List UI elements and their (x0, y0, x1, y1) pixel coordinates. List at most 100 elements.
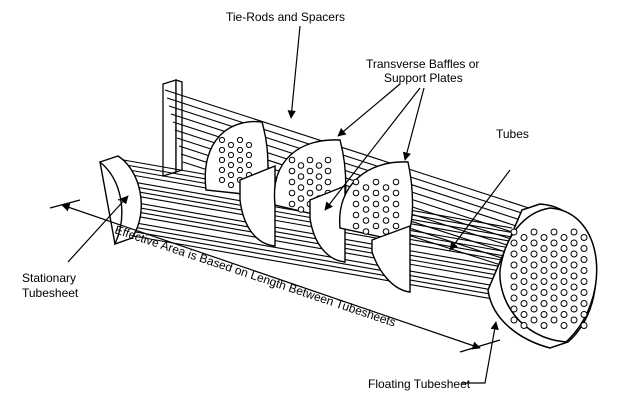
baffle-hole (510, 250, 518, 258)
baffle-hole (245, 151, 253, 159)
baffle-hole (362, 195, 370, 202)
baffle-hole (510, 316, 518, 324)
baffle-hole (540, 267, 548, 274)
baffle-hole (560, 256, 568, 263)
baffle-hole (580, 289, 588, 296)
baffle-hole (540, 245, 548, 252)
label-stationary-line2: Tubesheet (22, 286, 79, 300)
baffle-hole (560, 289, 568, 296)
baffle-hole (520, 234, 528, 241)
baffle-hole (570, 316, 578, 324)
baffle-hole (530, 239, 538, 247)
baffle-hole (550, 294, 558, 302)
baffle-hole (520, 267, 528, 274)
baffle-hole (324, 167, 332, 175)
baffle-hole (580, 245, 588, 252)
baffle-hole (218, 146, 226, 154)
baffle-hole (550, 228, 558, 236)
baffle-hole (324, 178, 332, 186)
baffle-hole (510, 261, 518, 269)
baffle-hole (352, 200, 360, 208)
baffle-hole (392, 189, 400, 197)
baffle-hole (520, 300, 528, 307)
label-effective-area: Effective Area is Based on Length Betwee… (113, 223, 397, 330)
baffle-hole (297, 195, 305, 202)
baffle-hole (570, 272, 578, 280)
baffle-hole (540, 234, 548, 241)
baffle-hole (570, 250, 578, 258)
baffle-hole (580, 267, 588, 274)
baffle-1-holes (218, 136, 253, 189)
baffle-hole (560, 278, 568, 285)
baffle-hole (550, 283, 558, 291)
baffle-hole (352, 189, 360, 197)
baffle-hole (362, 184, 370, 191)
tube (164, 89, 536, 211)
baffle-hole (560, 322, 568, 329)
baffle-hole (550, 250, 558, 258)
baffle-hole (218, 156, 226, 164)
baffle-hole (288, 178, 296, 186)
baffle-hole (227, 141, 235, 149)
baffle-hole (227, 161, 235, 169)
baffle-hole (550, 272, 558, 280)
baffle-hole (236, 156, 244, 164)
baffle-hole (550, 261, 558, 269)
baffle-hole (236, 146, 244, 154)
baffle-hole (218, 176, 226, 184)
baffle-hole (580, 311, 588, 318)
baffle-hole (510, 294, 518, 302)
label-tie-rods: Tie-Rods and Spacers (226, 10, 345, 24)
baffle-hole (530, 272, 538, 280)
baffle-hole (530, 261, 538, 269)
baffle-hole (510, 305, 518, 313)
baffle-hole (540, 322, 548, 329)
baffle-hole (288, 156, 296, 164)
baffle-hole (520, 322, 528, 329)
baffle-hole (352, 222, 360, 230)
baffle-hole (520, 256, 528, 263)
baffle-hole (218, 136, 226, 144)
label-baffles-line1: Transverse Baffles or (366, 57, 479, 71)
baffle-hole (352, 178, 360, 186)
baffle-hole (297, 162, 305, 169)
baffle-hole (580, 300, 588, 307)
baffle-hole (306, 189, 314, 197)
baffle-hole (530, 316, 538, 324)
baffle-hole (315, 173, 323, 180)
leader-lines (67, 25, 511, 384)
label-baffles-line2: Support Plates (384, 71, 463, 85)
baffle-hole (288, 189, 296, 197)
baffle-hole (580, 278, 588, 285)
floating-tubesheet-holes (510, 228, 588, 329)
baffle-hole (530, 283, 538, 291)
label-stationary-line1: Stationary (22, 271, 76, 285)
baffle-hole (550, 305, 558, 313)
baffle-hole (372, 200, 380, 208)
baffle-hole (315, 184, 323, 191)
baffle-hole (510, 228, 518, 236)
baffle-hole (245, 141, 253, 149)
baffle-hole (540, 300, 548, 307)
baffle-hole (372, 222, 380, 230)
baffle-hole (580, 256, 588, 263)
baffle-hole (530, 228, 538, 236)
baffle-hole (570, 239, 578, 247)
baffle-hole (510, 283, 518, 291)
baffle-hole (570, 283, 578, 291)
baffle-hole (560, 311, 568, 318)
baffle-hole (530, 294, 538, 302)
baffle-hole (510, 239, 518, 247)
baffle-hole (520, 311, 528, 318)
baffle-hole (520, 245, 528, 252)
baffle-hole (227, 151, 235, 159)
baffle-hole (520, 289, 528, 296)
baffle-hole (560, 245, 568, 252)
label-floating-tubesheet: Floating Tubesheet (368, 377, 471, 391)
tube (166, 97, 538, 219)
baffle-hole (382, 195, 390, 202)
baffle-hole (372, 178, 380, 186)
baffle-hole (362, 228, 370, 235)
label-tubes: Tubes (496, 127, 529, 141)
baffle-hole (218, 166, 226, 174)
